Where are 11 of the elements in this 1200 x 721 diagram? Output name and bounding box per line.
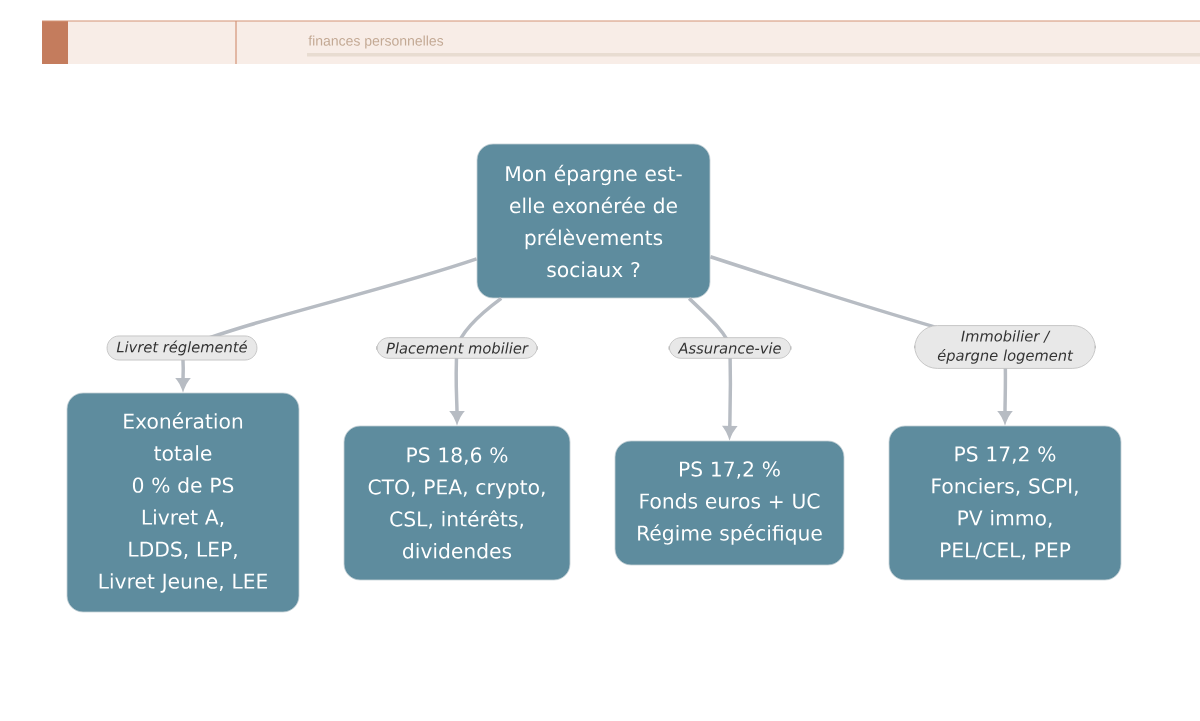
- edge-label: Immobilier / épargne logement: [914, 325, 1096, 369]
- result-box: PS 17,2 % Fonds euros + UC Régime spécifique: [614, 440, 845, 566]
- edge-label: Placement mobilier: [376, 337, 538, 359]
- result-box: PS 17,2 % Fonciers, SCPI, PV immo, PEL/CEL, PEP: [888, 425, 1122, 581]
- arrow: [450, 297, 503, 423]
- edge-label: Livret réglementé: [106, 335, 258, 361]
- tagline: finances personnelles: [308, 35, 444, 49]
- result-box: Exonération totale 0 % de PS Livret A, LDDS, LEP, Livret Jeune, LEE: [66, 392, 300, 613]
- arrow: [176, 257, 478, 390]
- result-box: PS 18,6 % CTO, PEA, crypto, CSL, intérêts, dividendes: [343, 425, 571, 581]
- question-box: Mon épargne est-elle exonérée de prélèvements sociaux ?: [476, 143, 711, 299]
